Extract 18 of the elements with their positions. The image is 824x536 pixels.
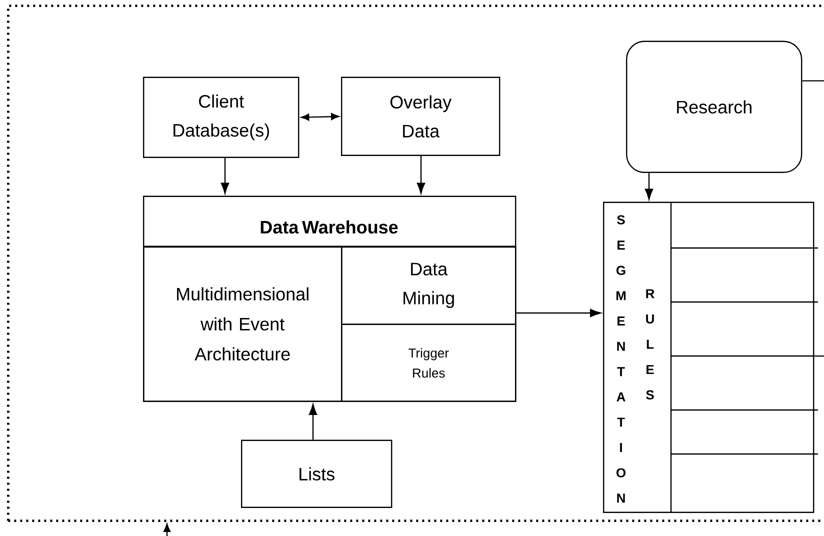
connector-line bbox=[814, 355, 824, 357]
arrow bbox=[416, 156, 426, 194]
process-box: Overlay Data bbox=[341, 76, 500, 156]
arrow bbox=[644, 173, 654, 200]
segmentation-table: SEGMENTATION RULES bbox=[603, 202, 818, 513]
arrow bbox=[308, 404, 318, 440]
process-box: Lists bbox=[241, 440, 392, 508]
process-box: Trigger Rules bbox=[341, 324, 516, 402]
arrow bbox=[516, 308, 601, 318]
process-box: Data Mining bbox=[341, 246, 516, 325]
arrow bbox=[220, 158, 230, 194]
arrow bbox=[300, 113, 340, 121]
process-box: Client Database(s) bbox=[143, 76, 300, 158]
rounded-box: Research bbox=[626, 40, 802, 173]
process-box: Multidimensional with Event Architecture bbox=[143, 246, 342, 402]
dotted-frame bbox=[7, 4, 824, 522]
arrow bbox=[163, 524, 171, 536]
connector-line bbox=[802, 80, 824, 82]
